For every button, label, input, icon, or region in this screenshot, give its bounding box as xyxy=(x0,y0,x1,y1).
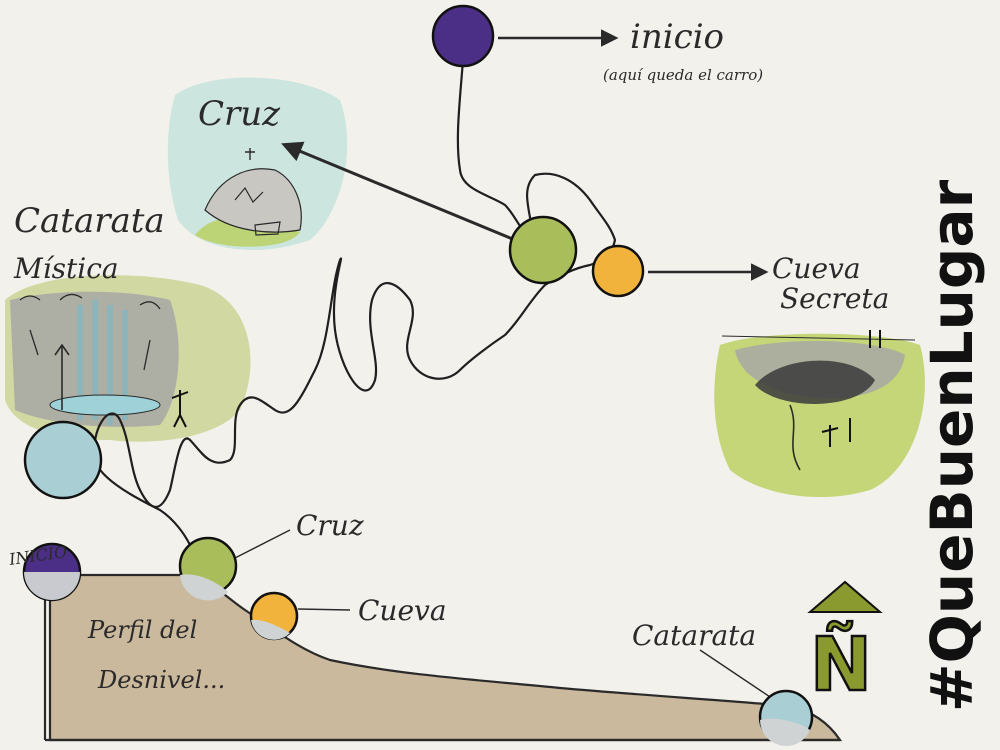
start-note: (aquí queda el carro) xyxy=(603,66,763,84)
start-label: inicio xyxy=(630,17,724,57)
profile-cross-label: Cruz xyxy=(296,509,364,542)
profile-title-line2: Desnivel... xyxy=(97,666,225,694)
north-roof-icon xyxy=(807,580,883,613)
profile-title-line1: Perfil del xyxy=(87,616,197,644)
trail-path xyxy=(93,58,617,547)
north-letter: Ñ xyxy=(810,620,872,708)
waterfall-label-line1: Catarata xyxy=(14,201,165,241)
cave-vignette xyxy=(714,330,925,498)
cave-label-line1: Cueva xyxy=(772,252,861,285)
cross-marker xyxy=(508,215,578,285)
start-marker xyxy=(431,4,495,68)
cross-icon xyxy=(245,148,255,160)
waterfall-label-line2: Mística xyxy=(13,252,119,285)
waterfall-vignette xyxy=(5,275,251,442)
cross-vignette xyxy=(167,77,348,251)
north-indicator: Ñ xyxy=(807,580,883,709)
cave-marker xyxy=(591,244,645,298)
person-icon xyxy=(171,390,189,428)
cross-arrow xyxy=(281,141,516,242)
waterfall-marker xyxy=(23,420,103,500)
elevation-profile: INICIO Cruz Cueva Catarata Perfil del De… xyxy=(7,509,843,746)
people-icon xyxy=(821,330,881,447)
hashtag-label: #QueBuenLugar xyxy=(918,179,986,712)
cross-label: Cruz xyxy=(198,94,281,134)
profile-cave-label: Cueva xyxy=(358,594,447,627)
cave-label-line2: Secreta xyxy=(780,282,889,315)
profile-waterfall-label: Catarata xyxy=(632,619,756,652)
